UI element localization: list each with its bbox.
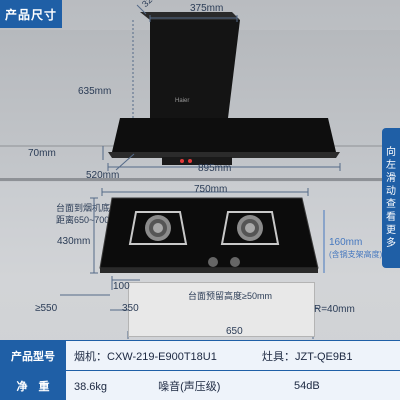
noise-label: 噪音(声压级) <box>158 380 221 393</box>
side-tab-char: 多 <box>386 238 396 249</box>
swipe-left-hint-tab[interactable]: 向 左 滑 动 查 看 更 多 <box>382 128 400 268</box>
hood-brand-logo: Haier <box>175 98 190 104</box>
weight-label: 净 重 <box>0 370 66 400</box>
cutout-outline <box>128 282 315 337</box>
hob-offset-label: 100 <box>113 281 130 292</box>
side-tab-char: 向 <box>386 147 396 158</box>
hood-panel-depth-label: 520mm <box>86 170 120 181</box>
cutout-depth-label: 350 <box>122 303 139 314</box>
counter-note-line2: 距离650~700mm <box>56 215 125 225</box>
side-tab-char: 左 <box>386 160 396 171</box>
hood-top-width-label: 375mm <box>190 3 224 14</box>
specs-table: 产品型号 烟机：CXW-219-E900T18U1 灶具：JZT-QE9B1 净… <box>0 340 400 400</box>
hob-depth-label: 430mm <box>57 236 91 247</box>
countertop-edge <box>0 178 400 181</box>
weight-value: 38.6kg 噪音(声压级) <box>66 370 254 400</box>
corner-radius-label: R=40mm <box>314 304 355 315</box>
hood-height-label: 635mm <box>78 86 112 97</box>
table-row: 净 重 38.6kg 噪音(声压级) 54dB <box>0 370 400 400</box>
side-tab-char: 查 <box>386 199 396 210</box>
hood-width-label: 895mm <box>198 163 232 174</box>
side-tab-char: 看 <box>386 212 396 223</box>
cutout-width-label: 650 <box>226 326 243 337</box>
counter-note-line1: 台面到烟机底部 <box>56 203 120 213</box>
range-hood-illustration <box>102 4 341 171</box>
table-row: 产品型号 烟机：CXW-219-E900T18U1 灶具：JZT-QE9B1 <box>0 340 400 371</box>
gas-height-label: 160mm <box>329 237 363 248</box>
weight-number: 38.6kg <box>74 380 108 393</box>
hob-model: 灶具：JZT-QE9B1 <box>254 340 400 371</box>
side-tab-char: 更 <box>386 225 396 236</box>
embed-height-label: 台面预留高度≥50mm <box>188 291 272 301</box>
model-label: 产品型号 <box>0 340 66 371</box>
noise-value: 54dB <box>254 370 400 400</box>
hob-width-label: 750mm <box>194 184 228 195</box>
page-title: 产品尺寸 <box>0 0 62 28</box>
min-width-label: ≥550 <box>35 303 58 314</box>
hood-model: 烟机：CXW-219-E900T18U1 <box>66 340 254 371</box>
hood-panel-height-label: 70mm <box>28 148 56 159</box>
side-tab-char: 滑 <box>386 173 396 184</box>
gas-hob-illustration <box>60 188 325 339</box>
side-tab-char: 动 <box>386 186 396 197</box>
gas-height-note: (含锅支架高度) <box>329 250 383 259</box>
